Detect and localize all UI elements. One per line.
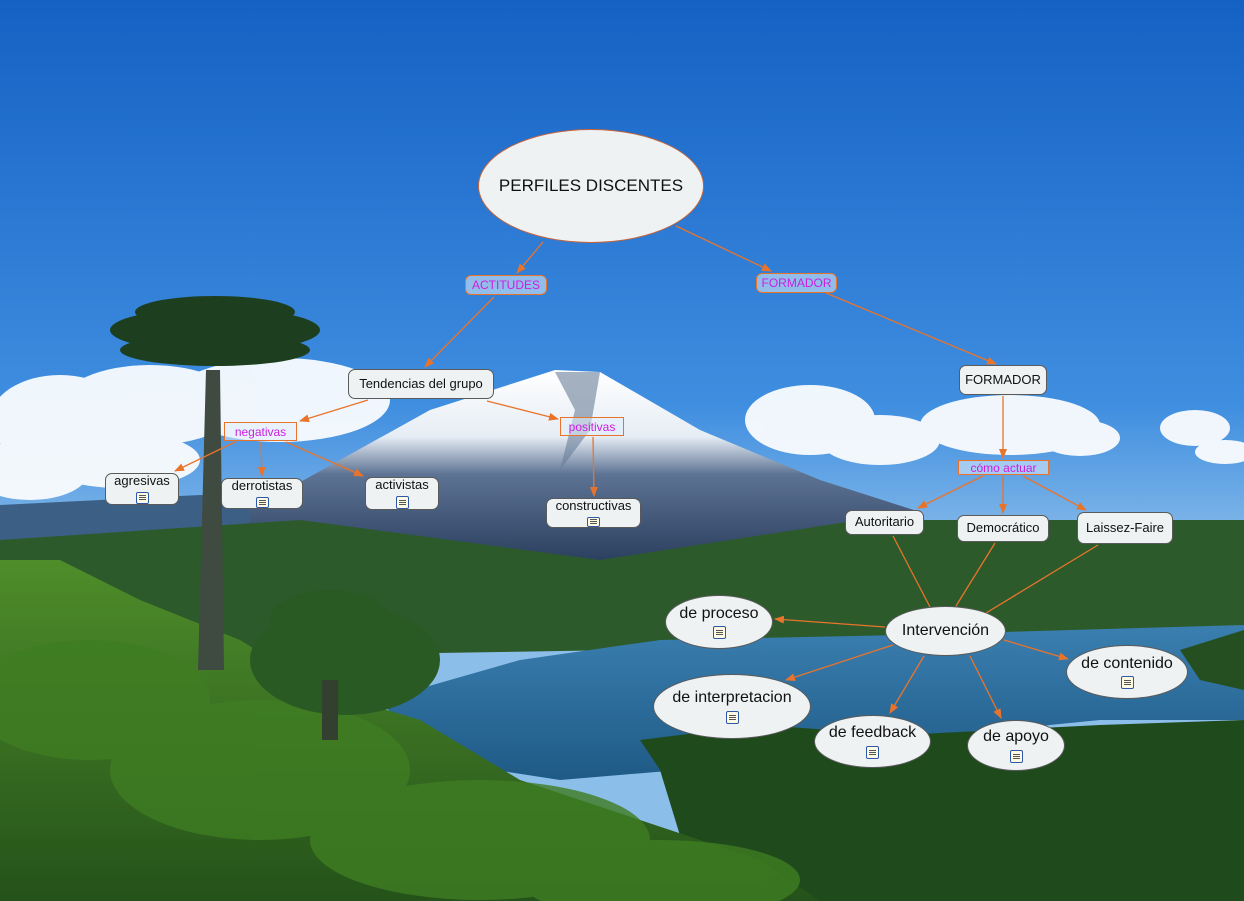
- label-actitudes-text: ACTITUDES: [471, 278, 540, 292]
- document-icon[interactable]: [587, 516, 600, 527]
- node-autoritario[interactable]: Autoritario: [845, 510, 924, 535]
- node-intervencion[interactable]: Intervención: [885, 606, 1006, 656]
- label-positivas-text: positivas: [568, 419, 616, 434]
- document-icon[interactable]: [725, 710, 739, 724]
- node-intervencion-label: Intervención: [901, 621, 990, 639]
- node-de-interpretacion[interactable]: de interpretacion: [653, 674, 811, 739]
- node-derrotistas[interactable]: derrotistas: [221, 478, 303, 509]
- document-icon[interactable]: [866, 745, 879, 759]
- node-constructivas[interactable]: constructivas: [546, 498, 641, 528]
- node-laissez-faire[interactable]: Laissez-Faire: [1077, 512, 1173, 544]
- document-icon[interactable]: [1009, 749, 1023, 763]
- node-derrotistas-label: derrotistas: [231, 478, 293, 493]
- document-icon[interactable]: [395, 495, 409, 509]
- label-formador[interactable]: FORMADOR: [756, 273, 837, 293]
- root-node-label: PERFILES DISCENTES: [498, 176, 684, 196]
- node-de-interpretacion-label: de interpretacion: [672, 689, 792, 707]
- node-de-contenido[interactable]: de contenido: [1066, 645, 1188, 699]
- node-de-apoyo[interactable]: de apoyo: [967, 720, 1065, 771]
- node-de-contenido-label: de contenido: [1081, 654, 1173, 672]
- node-de-proceso-label: de proceso: [679, 604, 759, 622]
- node-autoritario-label: Autoritario: [854, 514, 915, 530]
- node-de-apoyo-label: de apoyo: [983, 728, 1049, 746]
- label-negativas[interactable]: negativas: [224, 422, 297, 441]
- document-icon[interactable]: [255, 496, 269, 508]
- node-democratico[interactable]: Democrático: [957, 515, 1049, 542]
- node-agresivas[interactable]: agresivas: [105, 473, 179, 505]
- label-positivas[interactable]: positivas: [560, 417, 624, 436]
- node-de-feedback-label: de feedback: [828, 724, 917, 742]
- node-tendencias[interactable]: Tendencias del grupo: [348, 369, 494, 399]
- node-democratico-label: Democrático: [966, 520, 1040, 536]
- label-como-actuar[interactable]: cómo actuar: [958, 460, 1049, 475]
- label-negativas-text: negativas: [234, 424, 287, 439]
- label-como-actuar-text: cómo actuar: [970, 460, 1037, 475]
- node-activistas[interactable]: activistas: [365, 477, 439, 510]
- node-formador-label: FORMADOR: [965, 371, 1041, 387]
- node-formador[interactable]: FORMADOR: [959, 365, 1047, 395]
- node-de-proceso[interactable]: de proceso: [665, 595, 773, 649]
- node-tendencias-label: Tendencias del grupo: [359, 375, 483, 391]
- label-formador-text: FORMADOR: [761, 276, 832, 290]
- root-node[interactable]: PERFILES DISCENTES: [478, 129, 704, 243]
- document-icon[interactable]: [1120, 676, 1134, 690]
- node-de-feedback[interactable]: de feedback: [814, 715, 931, 768]
- document-icon[interactable]: [135, 491, 149, 504]
- document-icon[interactable]: [712, 626, 726, 640]
- node-agresivas-label: agresivas: [114, 473, 170, 488]
- label-actitudes[interactable]: ACTITUDES: [465, 275, 547, 295]
- node-laissez-faire-label: Laissez-Faire: [1085, 519, 1165, 535]
- node-activistas-label: activistas: [375, 477, 429, 493]
- node-constructivas-label: constructivas: [555, 498, 632, 513]
